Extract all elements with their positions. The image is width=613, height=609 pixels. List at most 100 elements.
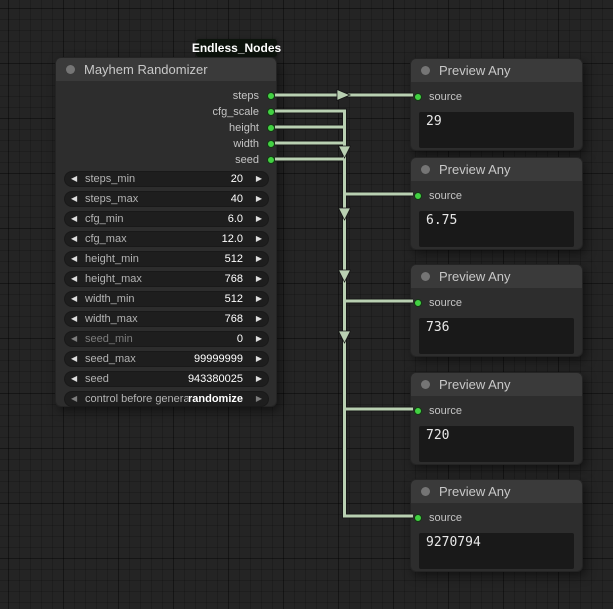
widget-steps-max[interactable]: ◀ steps_max 40 ▶ <box>64 191 269 207</box>
preview-value-box: 6.75 <box>419 211 574 247</box>
widget-label: width_min <box>85 293 135 305</box>
widget-value[interactable]: 12.0 <box>221 233 243 245</box>
increment-icon[interactable]: ▶ <box>255 314 262 323</box>
widget-value[interactable]: 40 <box>230 193 243 205</box>
widget-value[interactable]: randomize <box>187 393 243 405</box>
node-titlebar[interactable]: Mayhem Randomizer <box>56 58 276 81</box>
collapse-dot-icon[interactable] <box>421 272 430 281</box>
node-preview-any-1[interactable]: Preview Any source 29 <box>410 58 583 151</box>
node-preview-any-3[interactable]: Preview Any source 736 <box>410 264 583 357</box>
widget-label: control before generate <box>85 393 188 405</box>
output-slot-steps[interactable]: steps <box>56 88 276 104</box>
input-dot-icon[interactable] <box>414 93 422 101</box>
next-option-icon[interactable]: ▶ <box>255 394 262 403</box>
widget-value[interactable]: 768 <box>224 273 243 285</box>
output-slot-cfg-scale[interactable]: cfg_scale <box>56 104 276 120</box>
input-slot-source[interactable]: source <box>414 295 462 311</box>
decrement-icon[interactable]: ◀ <box>71 274 78 283</box>
decrement-icon[interactable]: ◀ <box>71 314 78 323</box>
widget-height-max[interactable]: ◀ height_max 768 ▶ <box>64 271 269 287</box>
node-mayhem-randomizer[interactable]: Mayhem Randomizer steps cfg_scale height… <box>55 57 277 407</box>
widget-height-min[interactable]: ◀ height_min 512 ▶ <box>64 251 269 267</box>
decrement-icon[interactable]: ◀ <box>71 214 78 223</box>
widget-value[interactable]: 6.0 <box>227 213 243 225</box>
increment-icon[interactable]: ▶ <box>255 334 262 343</box>
widget-value[interactable]: 512 <box>224 293 243 305</box>
widget-cfg-min[interactable]: ◀ cfg_min 6.0 ▶ <box>64 211 269 227</box>
input-dot-icon[interactable] <box>414 514 422 522</box>
widget-width-max[interactable]: ◀ width_max 768 ▶ <box>64 311 269 327</box>
input-dot-icon[interactable] <box>414 407 422 415</box>
decrement-icon[interactable]: ◀ <box>71 254 78 263</box>
collapse-dot-icon[interactable] <box>66 65 75 74</box>
widget-label: height_max <box>85 273 142 285</box>
node-title: Preview Any <box>439 162 511 177</box>
widget-width-min[interactable]: ◀ width_min 512 ▶ <box>64 291 269 307</box>
output-dot-icon[interactable] <box>267 140 275 148</box>
widget-steps-min[interactable]: ◀ steps_min 20 ▶ <box>64 171 269 187</box>
input-dot-icon[interactable] <box>414 192 422 200</box>
decrement-icon[interactable]: ◀ <box>71 354 78 363</box>
preview-value-box: 29 <box>419 112 574 148</box>
prev-option-icon[interactable]: ◀ <box>71 394 78 403</box>
output-dot-icon[interactable] <box>267 124 275 132</box>
node-preview-any-2[interactable]: Preview Any source 6.75 <box>410 157 583 250</box>
output-slot-seed[interactable]: seed <box>56 152 276 168</box>
wire-width <box>275 141 413 411</box>
decrement-icon[interactable]: ◀ <box>71 374 78 383</box>
increment-icon[interactable]: ▶ <box>255 294 262 303</box>
widget-value[interactable]: 943380025 <box>187 373 243 385</box>
increment-icon[interactable]: ▶ <box>255 234 262 243</box>
input-slot-source[interactable]: source <box>414 188 462 204</box>
collapse-dot-icon[interactable] <box>421 487 430 496</box>
widget-value[interactable]: 512 <box>224 253 243 265</box>
collapse-dot-icon[interactable] <box>421 165 430 174</box>
node-preview-any-4[interactable]: Preview Any source 720 <box>410 372 583 465</box>
group-badge-endless-nodes[interactable]: Endless_Nodes <box>192 39 281 57</box>
decrement-icon[interactable]: ◀ <box>71 194 78 203</box>
widget-control-before-generate[interactable]: ◀ control before generate randomize ▶ <box>64 391 269 407</box>
input-slot-source[interactable]: source <box>414 89 462 105</box>
decrement-icon[interactable]: ◀ <box>71 294 78 303</box>
decrement-icon[interactable]: ◀ <box>71 234 78 243</box>
node-titlebar[interactable]: Preview Any <box>411 373 582 396</box>
input-slot-source[interactable]: source <box>414 510 462 526</box>
widget-value[interactable]: 768 <box>224 313 243 325</box>
widget-value[interactable]: 20 <box>230 173 243 185</box>
node-titlebar[interactable]: Preview Any <box>411 158 582 181</box>
widget-label: cfg_min <box>85 213 124 225</box>
increment-icon[interactable]: ▶ <box>255 254 262 263</box>
increment-icon[interactable]: ▶ <box>255 194 262 203</box>
collapse-dot-icon[interactable] <box>421 380 430 389</box>
input-dot-icon[interactable] <box>414 299 422 307</box>
decrement-icon[interactable]: ◀ <box>71 334 78 343</box>
node-titlebar[interactable]: Preview Any <box>411 480 582 503</box>
node-preview-any-5[interactable]: Preview Any source 9270794 <box>410 479 583 572</box>
group-badge-label: Endless_Nodes <box>191 41 282 55</box>
input-slot-label: source <box>429 405 463 417</box>
node-titlebar[interactable]: Preview Any <box>411 59 582 82</box>
increment-icon[interactable]: ▶ <box>255 374 262 383</box>
increment-icon[interactable]: ▶ <box>255 214 262 223</box>
output-slot-height[interactable]: height <box>56 120 276 136</box>
output-slot-width[interactable]: width <box>56 136 276 152</box>
widget-value[interactable]: 0 <box>236 333 243 345</box>
widget-seed-max[interactable]: ◀ seed_max 99999999 ▶ <box>64 351 269 367</box>
widget-label: cfg_max <box>85 233 127 245</box>
wire-cfg-scale <box>275 109 413 196</box>
increment-icon[interactable]: ▶ <box>255 174 262 183</box>
widget-cfg-max[interactable]: ◀ cfg_max 12.0 ▶ <box>64 231 269 247</box>
output-dot-icon[interactable] <box>267 156 275 164</box>
widget-value[interactable]: 99999999 <box>194 353 243 365</box>
collapse-dot-icon[interactable] <box>421 66 430 75</box>
increment-icon[interactable]: ▶ <box>255 274 262 283</box>
widget-seed-min[interactable]: ◀ seed_min 0 ▶ <box>64 331 269 347</box>
output-dot-icon[interactable] <box>267 92 275 100</box>
increment-icon[interactable]: ▶ <box>255 354 262 363</box>
decrement-icon[interactable]: ◀ <box>71 174 78 183</box>
widget-seed[interactable]: ◀ seed 943380025 ▶ <box>64 371 269 387</box>
node-titlebar[interactable]: Preview Any <box>411 265 582 288</box>
output-dot-icon[interactable] <box>267 108 275 116</box>
input-slot-source[interactable]: source <box>414 403 462 419</box>
